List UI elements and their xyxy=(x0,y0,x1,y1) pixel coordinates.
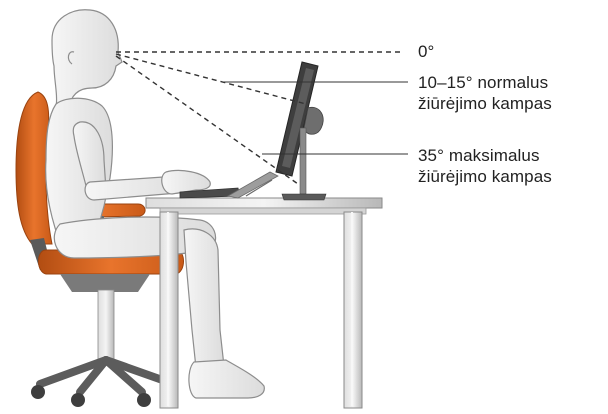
label-max-line2: žiūrėjimo kampas xyxy=(418,166,552,187)
monitor-stand-base xyxy=(282,194,326,200)
label-max-line1: 35° maksimalus xyxy=(418,145,552,166)
chair-gas-lift xyxy=(98,290,114,362)
monitor-stand-neck xyxy=(300,128,306,194)
chair-base xyxy=(31,360,177,407)
figure-head xyxy=(52,10,122,108)
label-max-viewing-angle: 35° maksimalus žiūrėjimo kampas xyxy=(418,145,552,187)
label-normal-viewing-angle: 10–15° normalus žiūrėjimo kampas xyxy=(418,72,552,114)
label-zero-text: 0° xyxy=(418,42,434,61)
chair-seat-mechanism xyxy=(60,274,150,292)
desk-apron xyxy=(160,208,366,214)
document-holder xyxy=(228,172,278,198)
figure-foot xyxy=(189,360,264,398)
monitor xyxy=(276,62,326,200)
label-zero-degrees: 0° xyxy=(418,41,434,62)
sight-line-10-15-degrees xyxy=(116,54,306,104)
label-normal-line2: žiūrėjimo kampas xyxy=(418,93,552,114)
figure-lower-leg xyxy=(184,229,224,368)
sight-line-35-degrees xyxy=(116,56,298,184)
desk-top xyxy=(146,198,382,208)
label-normal-line1: 10–15° normalus xyxy=(418,72,552,93)
sight-lines xyxy=(116,52,408,184)
